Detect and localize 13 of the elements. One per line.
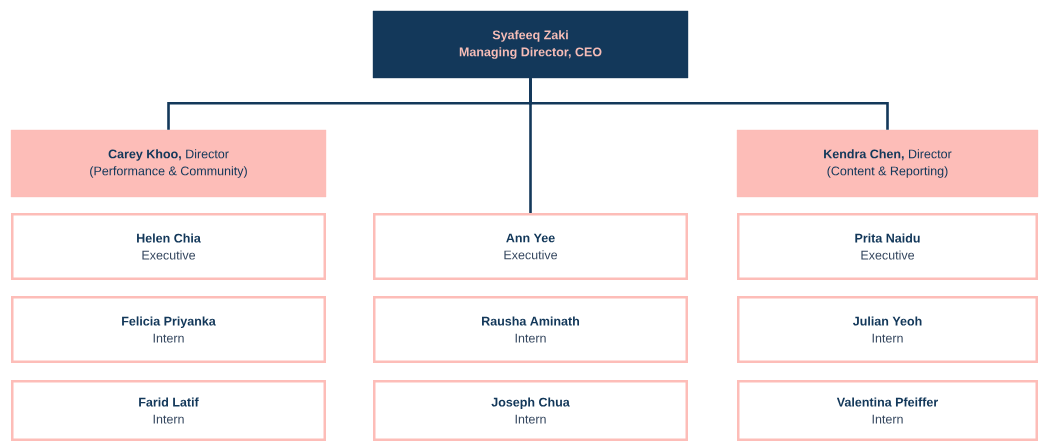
staff-box: Felicia Priyanka Intern [11, 296, 326, 363]
staff-box: Ann Yee Executive [373, 213, 688, 280]
staff-box: Farid Latif Intern [11, 380, 326, 441]
connector-line [529, 78, 889, 130]
director-box: Carey Khoo, Director (Performance & Community) [10, 129, 327, 198]
staff-box: Prita Naidu Executive [737, 213, 1038, 280]
staff-box: Joseph Chua Intern [373, 380, 688, 441]
staff-box: Valentina Pfeiffer Intern [737, 380, 1038, 441]
director-box: Kendra Chen, Director (Content & Reporting) [736, 129, 1039, 198]
staff-box: Helen Chia Executive [11, 213, 326, 280]
staff-box: Julian Yeoh Intern [737, 296, 1038, 363]
staff-box: Rausha Aminath Intern [373, 296, 688, 363]
ceo-box: Syafeeq Zaki Managing Director, CEO [372, 10, 689, 79]
